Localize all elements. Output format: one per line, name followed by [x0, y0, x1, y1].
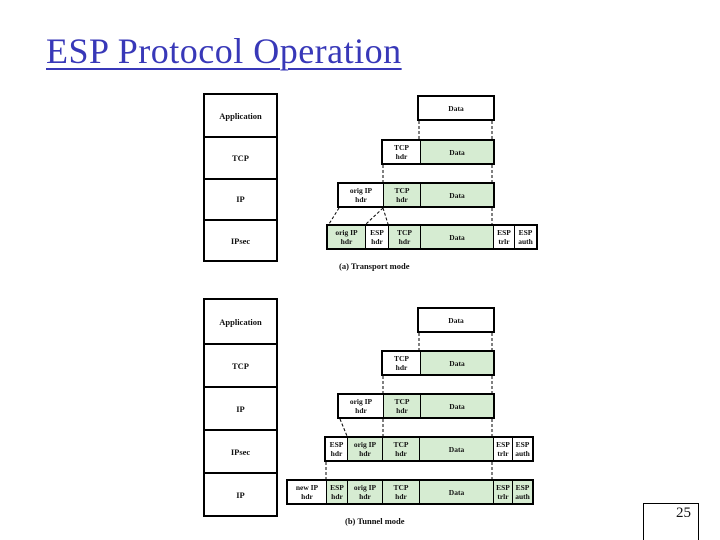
packet-cell-esp-auth: ESP auth — [512, 481, 532, 503]
packet-cell-tcp-hdr: TCP hdr — [382, 481, 419, 503]
packet-cell-tcp-hdr: TCP hdr — [383, 141, 420, 163]
dashed-connector-line — [365, 207, 384, 225]
packet-cell-data: Data — [420, 141, 493, 163]
stack-layer-ip: IP — [205, 472, 276, 515]
packet-cell-esp-trlr: ESP trlr — [493, 481, 512, 503]
packet-cell-data: Data — [419, 97, 493, 119]
packet-cell-esp-auth: ESP auth — [514, 226, 536, 248]
packet-cell-data: Data — [419, 481, 493, 503]
stack-layer-tcp: TCP — [205, 343, 276, 386]
stack-layer-ip: IP — [205, 386, 276, 429]
packet-row-tunnel-mode-1: Data — [417, 307, 495, 333]
stack-layer-tcp: TCP — [205, 136, 276, 177]
packet-cell-orig-ip-hdr: orig IP hdr — [339, 184, 383, 206]
packet-cell-esp-auth: ESP auth — [512, 438, 532, 460]
packet-cell-esp-hdr: ESP hdr — [365, 226, 388, 248]
packet-cell-data: Data — [419, 438, 493, 460]
packet-cell-new-ip-hdr: new IP hdr — [288, 481, 326, 503]
packet-cell-data: Data — [419, 309, 493, 331]
packet-cell-tcp-hdr: TCP hdr — [383, 184, 420, 206]
caption-tunnel-mode: (b) Tunnel mode — [345, 516, 405, 526]
packet-cell-tcp-hdr: TCP hdr — [382, 438, 419, 460]
page-number: 25 — [676, 505, 691, 521]
packet-cell-tcp-hdr: TCP hdr — [383, 395, 420, 417]
packet-cell-data: Data — [420, 352, 493, 374]
packet-cell-tcp-hdr: TCP hdr — [388, 226, 420, 248]
packet-row-transport-mode-1: Data — [417, 95, 495, 121]
dashed-connector-line — [382, 207, 389, 225]
packet-cell-esp-trlr: ESP trlr — [493, 438, 512, 460]
packet-cell-tcp-hdr: TCP hdr — [383, 352, 420, 374]
packet-cell-orig-ip-hdr: orig IP hdr — [328, 226, 365, 248]
stack-layer-ipsec: IPsec — [205, 218, 276, 260]
packet-cell-data: Data — [420, 226, 493, 248]
packet-cell-esp-trlr: ESP trlr — [493, 226, 514, 248]
caption-transport-mode: (a) Transport mode — [339, 261, 410, 271]
packet-cell-data: Data — [420, 184, 493, 206]
packet-cell-data: Data — [420, 395, 493, 417]
dashed-connector-line — [328, 207, 340, 225]
packet-cell-orig-ip-hdr: orig IP hdr — [347, 481, 382, 503]
stack-layer-ipsec: IPsec — [205, 429, 276, 472]
dashed-connector-line — [339, 418, 348, 437]
stack-layer-application: Application — [219, 316, 262, 327]
page-title: ESP Protocol Operation — [46, 31, 402, 71]
page-number-box: 25 — [643, 503, 699, 540]
packet-cell-orig-ip-hdr: orig IP hdr — [339, 395, 383, 417]
packet-cell-orig-ip-hdr: orig IP hdr — [347, 438, 382, 460]
packet-cell-esp-hdr: ESP hdr — [326, 481, 347, 503]
stack-layer-ip: IP — [205, 177, 276, 219]
packet-cell-esp-hdr: ESP hdr — [326, 438, 347, 460]
stack-layer-application: Application — [219, 110, 262, 121]
